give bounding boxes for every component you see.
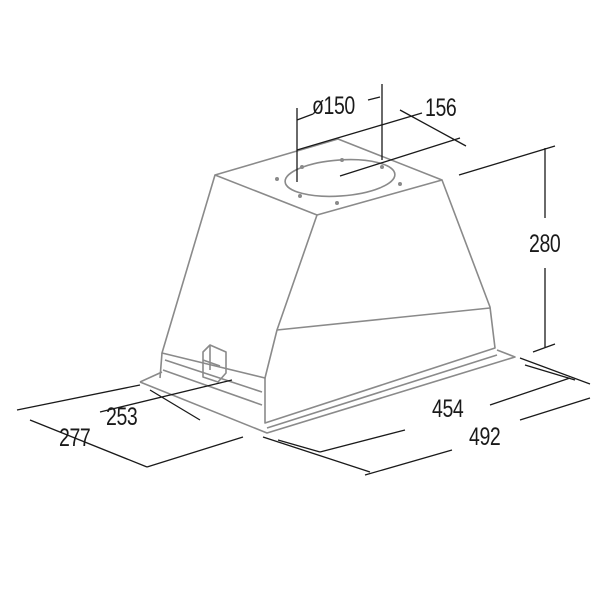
- body-depth-label: 253: [106, 403, 138, 431]
- total-width-label: 492: [469, 423, 501, 451]
- dimension-lines: [16, 84, 591, 476]
- screw-holes: [275, 158, 402, 205]
- total-depth-label: 277: [59, 424, 91, 452]
- flange-inner: [266, 354, 498, 429]
- flange: [139, 349, 516, 434]
- duct-diameter-label: ø150: [312, 92, 355, 120]
- height-label: 280: [529, 230, 561, 258]
- bracket: [202, 344, 227, 383]
- left-skirt: [159, 352, 263, 406]
- right-face: [264, 179, 496, 424]
- top-face: [214, 138, 443, 216]
- body-width-label: 454: [432, 395, 464, 423]
- front-band: [276, 307, 491, 331]
- duct-offset-label: 156: [425, 94, 457, 122]
- duct-opening: [284, 158, 396, 198]
